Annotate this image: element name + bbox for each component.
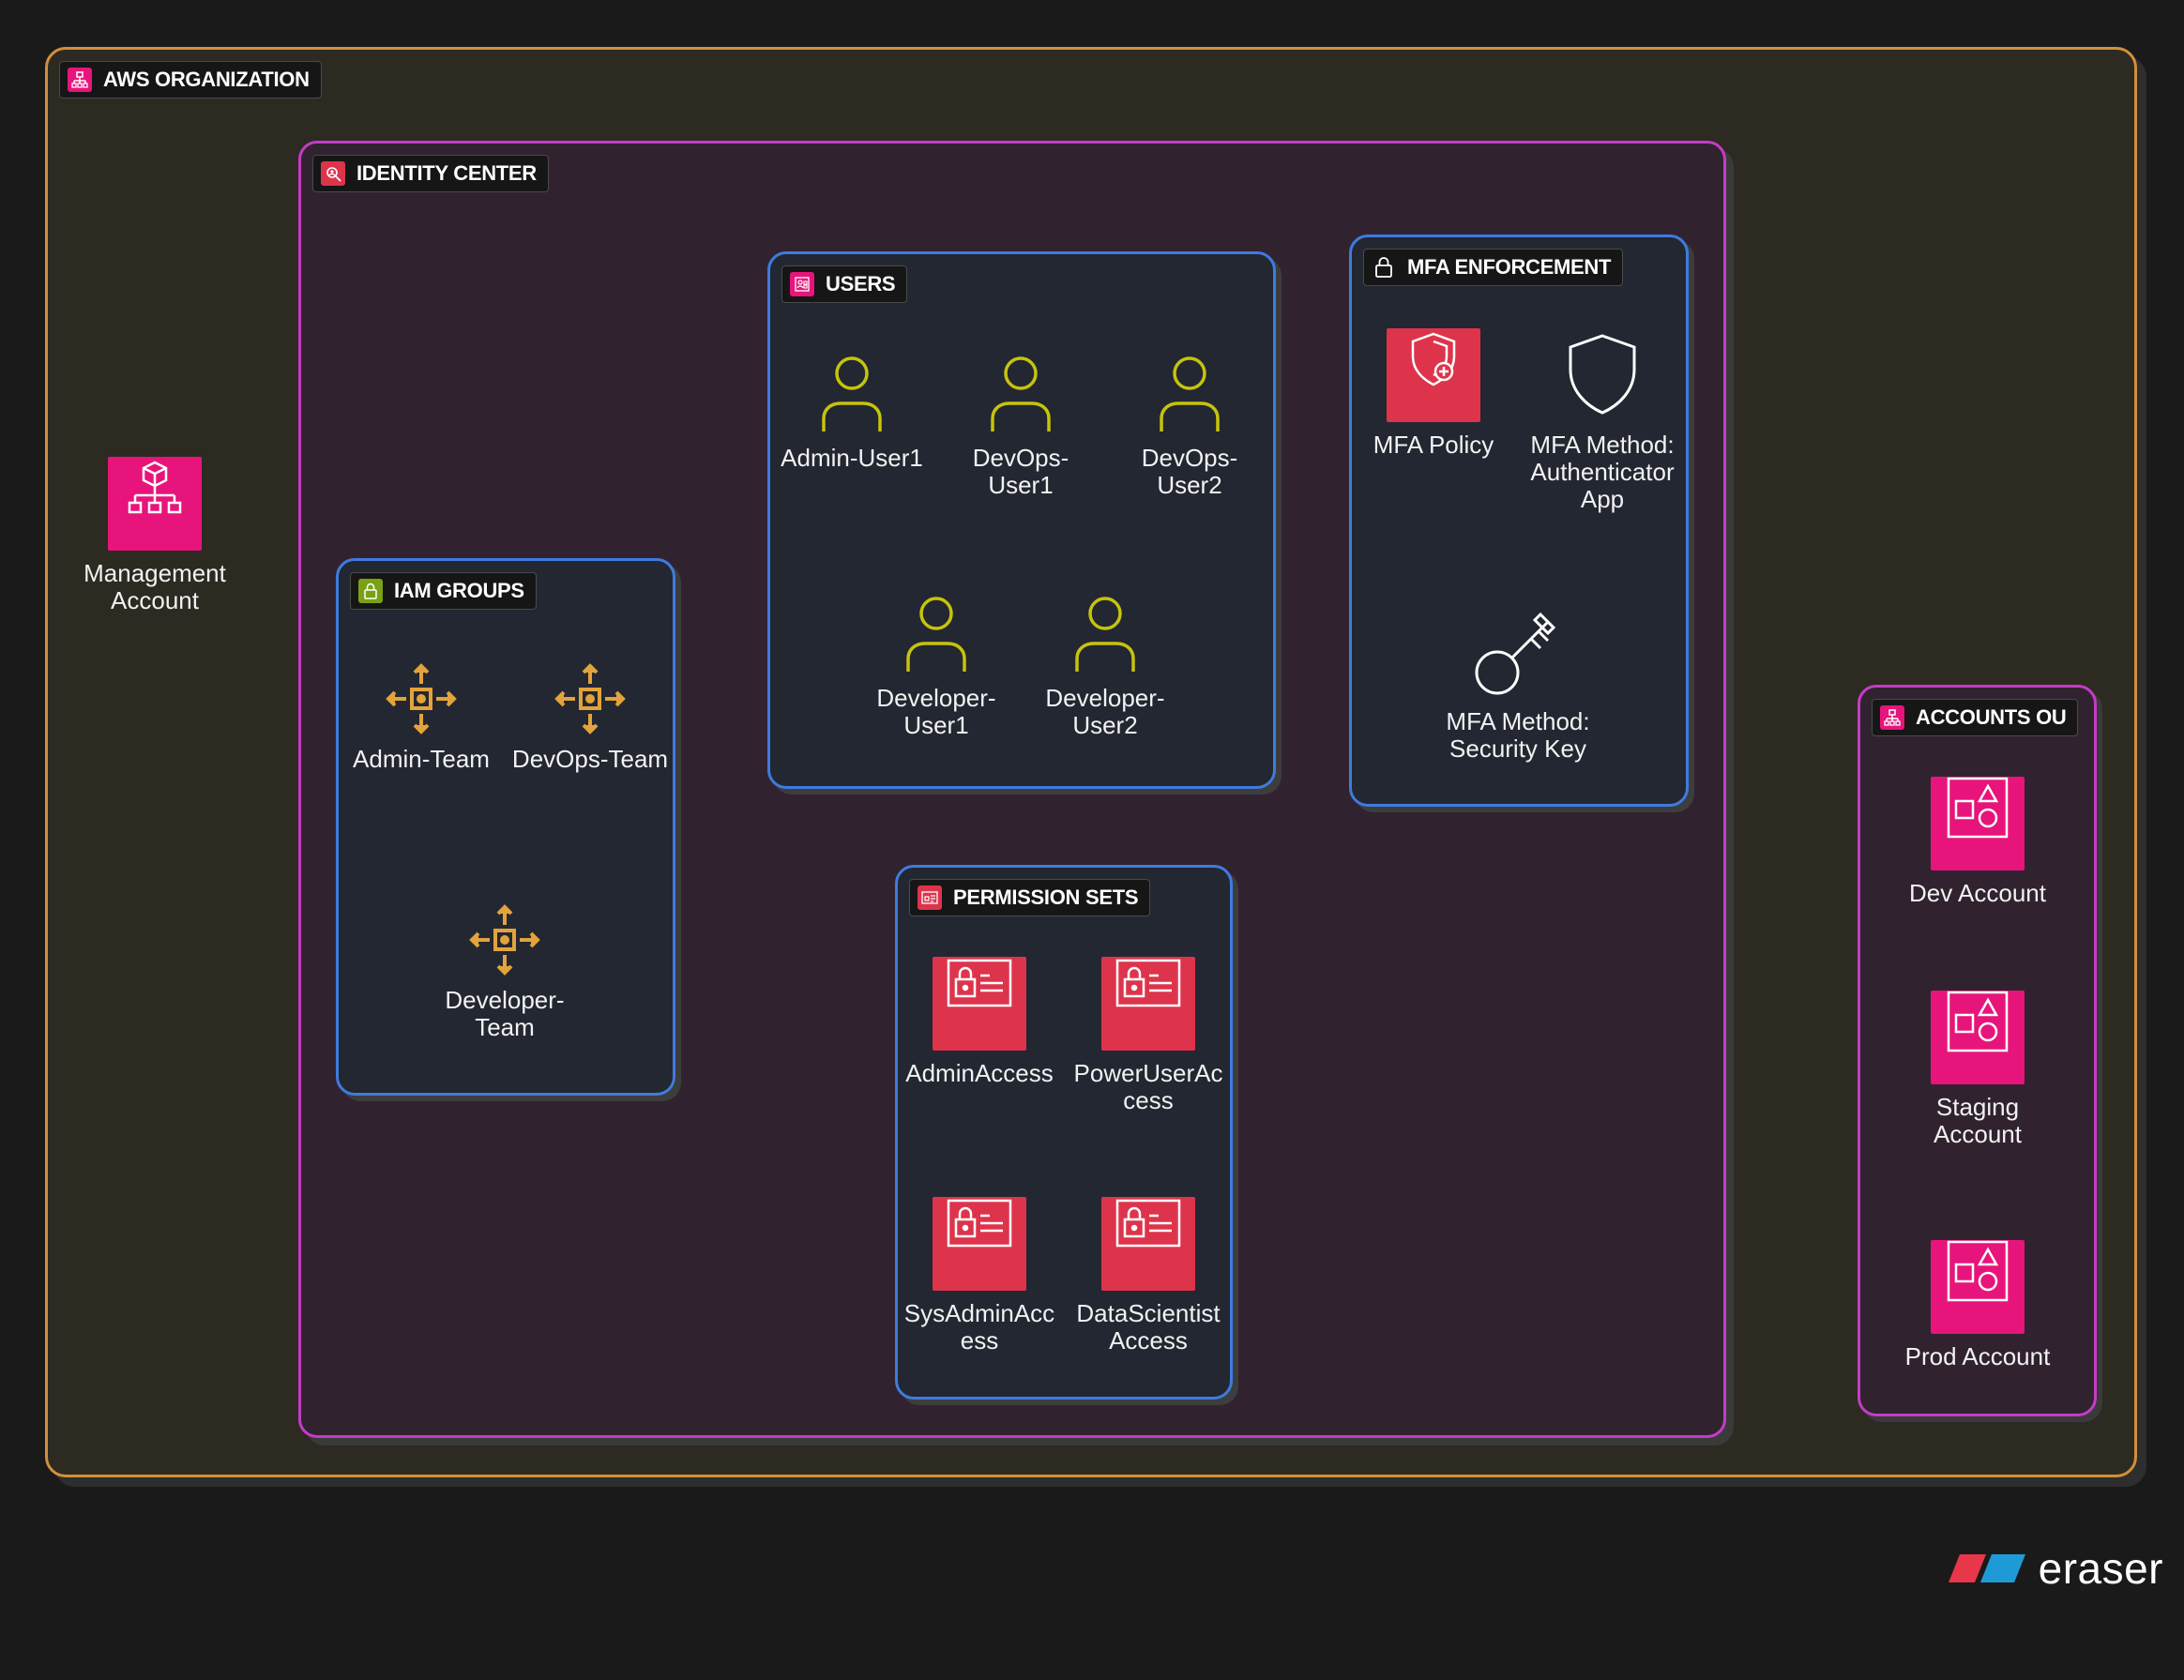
permission-card-icon [1101,957,1195,1051]
dev-account-label: Dev Account [1909,879,2046,907]
prod-account-node[interactable]: Prod Account [1893,1240,2062,1370]
poweruser-access-label: PowerUserAc cess [1073,1059,1223,1114]
datascientist-access-label: DataScientist Access [1076,1299,1221,1355]
users-group [767,251,1276,789]
developer-user1-node[interactable]: Developer- User1 [861,589,1011,739]
devops-team-node[interactable]: DevOps-Team [509,661,671,773]
permission-sets-group [895,865,1233,1400]
admin-team-node[interactable]: Admin-Team [351,661,492,773]
shield-plus-icon [1387,328,1480,422]
iam-groups-group [336,558,675,1096]
organization-icon [1880,705,1904,730]
mfa-authenticator-label: MFA Method: Authenticator App [1530,431,1675,513]
users-directory-icon [790,272,814,296]
user-icon [1068,589,1143,675]
eraser-logo[interactable]: eraser [1948,1543,2163,1594]
prod-account-label: Prod Account [1904,1342,2051,1370]
shapes-icon [1931,991,2025,1084]
padlock-icon [1372,255,1396,280]
organization-icon [68,68,92,92]
accounts-ou-title: ACCOUNTS OU [1916,705,2067,729]
iam-groups-label: IAM GROUPS [350,572,537,610]
key-icon [1471,605,1565,699]
mfa-authenticator-node[interactable]: MFA Method: Authenticator App [1518,328,1687,513]
group-arrows-icon [384,661,459,736]
poweruser-access-node[interactable]: PowerUserAc cess [1064,957,1233,1114]
mfa-security-key-node[interactable]: MFA Method: Security Key [1433,605,1602,763]
datascientist-access-node[interactable]: DataScientist Access [1064,1197,1233,1355]
permission-sets-label: PERMISSION SETS [909,879,1151,916]
user-icon [814,349,889,435]
aws-organization-label: AWS ORGANIZATION [59,61,322,98]
shapes-icon [1931,777,2025,870]
user-icon [983,349,1058,435]
devops-team-label: DevOps-Team [511,745,669,773]
iam-groups-title: IAM GROUPS [394,579,524,602]
user-icon [899,589,974,675]
mfa-policy-node[interactable]: MFA Policy [1358,328,1509,459]
eraser-logo-icon [1948,1554,2025,1582]
mfa-enforcement-title: MFA ENFORCEMENT [1407,255,1612,279]
identity-center-title: IDENTITY CENTER [356,161,537,185]
permission-card-icon [918,885,942,910]
permission-card-icon [1101,1197,1195,1291]
management-account-label: Management Account [83,559,226,614]
eraser-brand-name: eraser [2038,1544,2163,1593]
developer-user1-label: Developer- User1 [876,684,996,739]
developer-user2-node[interactable]: Developer- User2 [1030,589,1180,739]
admin-user1-label: Admin-User1 [781,444,923,472]
mfa-enforcement-label: MFA ENFORCEMENT [1363,249,1624,286]
group-arrows-icon [467,902,542,977]
permission-card-icon [933,1197,1026,1291]
devops-user1-label: DevOps- User1 [972,444,1069,499]
management-account-node[interactable]: Management Account [70,457,239,614]
mfa-policy-label: MFA Policy [1373,431,1494,459]
group-arrows-icon [553,661,628,736]
mfa-security-key-label: MFA Method: Security Key [1446,707,1590,763]
admin-access-label: AdminAccess [905,1059,1054,1087]
identity-center-icon [321,161,345,186]
developer-team-node[interactable]: Developer- Team [434,902,575,1041]
admin-user1-node[interactable]: Admin-User1 [777,349,927,472]
accounts-ou-label: ACCOUNTS OU [1872,699,2079,736]
staging-account-label: Staging Account [1934,1093,2022,1148]
sysadmin-access-node[interactable]: SysAdminAcc ess [895,1197,1064,1355]
admin-access-node[interactable]: AdminAccess [895,957,1064,1087]
admin-team-label: Admin-Team [353,745,490,773]
identity-center-label: IDENTITY CENTER [312,155,549,192]
lock-badge-icon [358,579,383,603]
permission-sets-title: PERMISSION SETS [953,885,1139,909]
users-title: USERS [826,272,896,295]
dev-account-node[interactable]: Dev Account [1893,777,2062,907]
organization-icon [108,457,202,551]
shapes-icon [1931,1240,2025,1334]
shield-icon [1555,328,1649,422]
permission-card-icon [933,957,1026,1051]
developer-user2-label: Developer- User2 [1045,684,1165,739]
staging-account-node[interactable]: Staging Account [1893,991,2062,1148]
devops-user2-label: DevOps- User2 [1141,444,1238,499]
sysadmin-access-label: SysAdminAcc ess [903,1299,1055,1355]
devops-user2-node[interactable]: DevOps- User2 [1115,349,1265,499]
users-label: USERS [781,265,908,303]
developer-team-label: Developer- Team [445,986,565,1041]
devops-user1-node[interactable]: DevOps- User1 [946,349,1096,499]
aws-organization-title: AWS ORGANIZATION [103,68,310,91]
user-icon [1152,349,1227,435]
